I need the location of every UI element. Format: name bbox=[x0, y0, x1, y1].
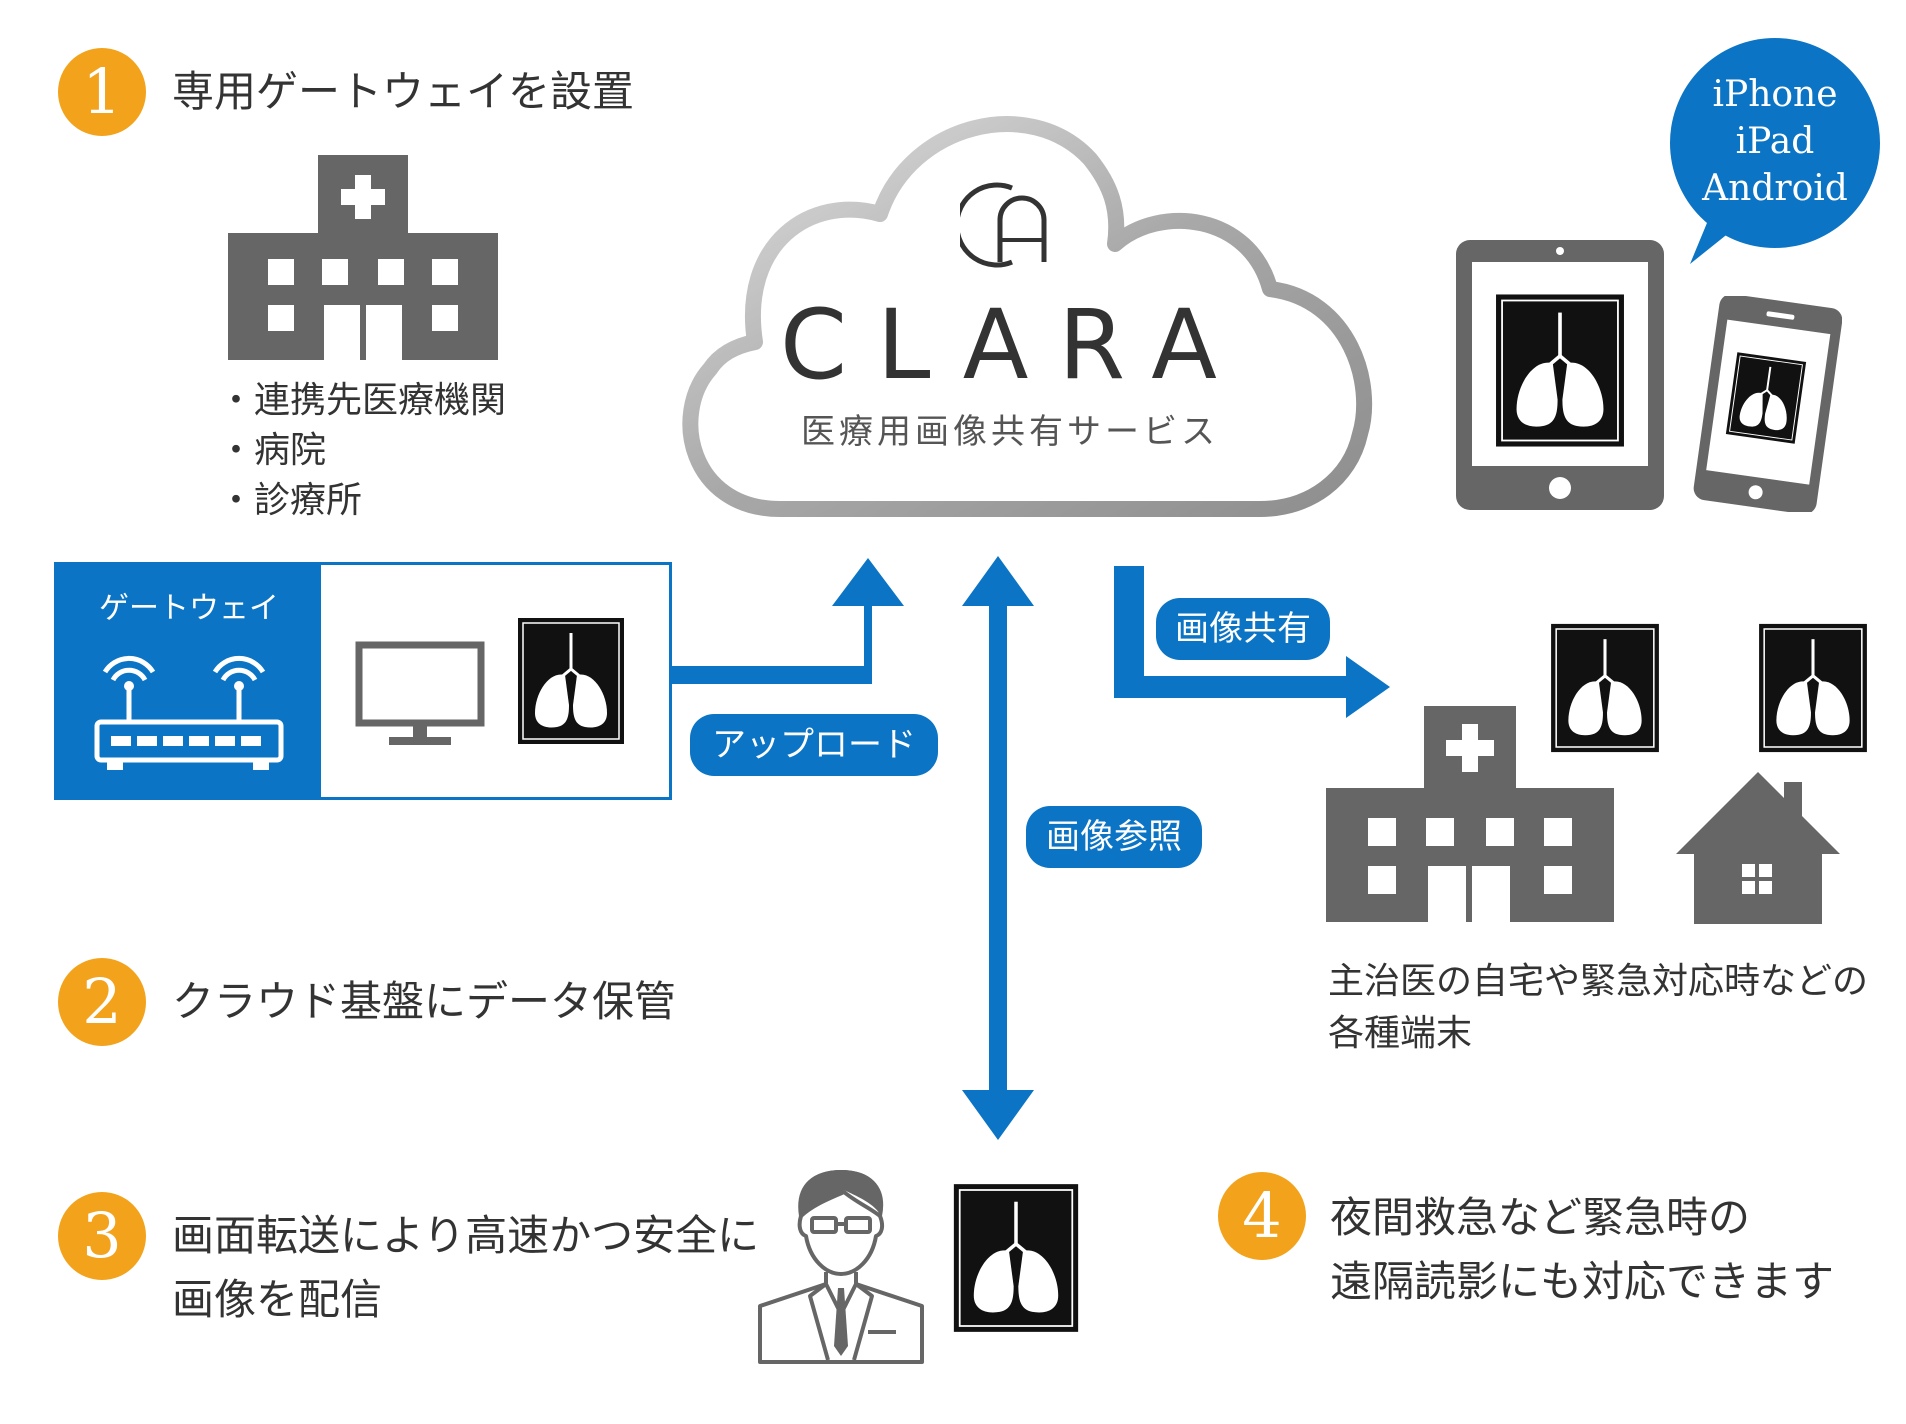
step-1-number: 1 bbox=[58, 48, 146, 136]
xray-image-icon bbox=[513, 613, 629, 749]
xray-image-icon bbox=[1490, 288, 1630, 453]
share-label: 画像共有 bbox=[1156, 598, 1330, 660]
cloud-shape bbox=[682, 116, 1373, 517]
xray-image-icon bbox=[1754, 618, 1872, 758]
step-2-number: 2 bbox=[58, 958, 146, 1046]
device-label: iPhone bbox=[1712, 74, 1838, 115]
step-4-number: 4 bbox=[1218, 1172, 1306, 1260]
facility-list-item: ・病院 bbox=[218, 430, 327, 471]
destinations-caption-line: 主治医の自宅や緊急対応時などの bbox=[1328, 961, 1869, 1002]
upload-label: アップロード bbox=[690, 714, 938, 776]
step-4-text-line: 夜間救急など緊急時の bbox=[1330, 1193, 1751, 1242]
reference-arrow bbox=[962, 556, 1034, 1140]
house-icon bbox=[1676, 772, 1840, 924]
facility-list-item: ・連携先医療機関 bbox=[218, 380, 507, 421]
share-arrow bbox=[1114, 566, 1390, 718]
step-3-number: 3 bbox=[58, 1192, 146, 1280]
monitor-icon bbox=[355, 641, 485, 745]
xray-image-icon bbox=[948, 1178, 1084, 1338]
device-label: iPad bbox=[1735, 121, 1815, 162]
step-3-text: 画面転送により高速かつ安全に 画像を配信 bbox=[172, 1204, 759, 1332]
step-1-text: 専用ゲートウェイを設置 bbox=[172, 67, 635, 116]
hospital-icon bbox=[1326, 706, 1614, 922]
xray-image-icon bbox=[1722, 348, 1810, 448]
devices-bubble: iPhone iPad Android bbox=[1670, 38, 1880, 248]
reference-label: 画像参照 bbox=[1026, 806, 1202, 868]
bubble-tail bbox=[1690, 206, 1750, 264]
gateway-panel: ゲートウェイ bbox=[54, 562, 672, 800]
step-4-text: 夜間救急など緊急時の 遠隔読影にも対応できます bbox=[1330, 1186, 1834, 1314]
facility-list: ・連携先医療機関 ・病院 ・診療所 bbox=[218, 376, 506, 526]
router-icon bbox=[94, 655, 284, 770]
step-2-text: クラウド基盤にデータ保管 bbox=[172, 977, 677, 1026]
clara-logo-icon bbox=[960, 182, 1047, 268]
step-4-text-line: 遠隔読影にも対応できます bbox=[1330, 1257, 1835, 1306]
doctor-icon bbox=[758, 1170, 924, 1364]
upload-arrow bbox=[672, 558, 904, 684]
device-label: Android bbox=[1702, 168, 1848, 209]
hospital-icon bbox=[228, 155, 498, 360]
xray-image-icon bbox=[1546, 618, 1664, 758]
gateway-label: ゲートウェイ bbox=[99, 591, 279, 626]
cloud-title: CLARA bbox=[780, 289, 1247, 401]
facility-list-item: ・診療所 bbox=[218, 480, 363, 521]
destinations-caption-line: 各種端末 bbox=[1328, 1013, 1473, 1054]
gateway-router-panel: ゲートウェイ bbox=[57, 565, 321, 797]
step-3-text-line: 画像を配信 bbox=[172, 1275, 383, 1324]
cloud-subtitle: 医療用画像共有サービス bbox=[801, 412, 1219, 452]
destinations-caption: 主治医の自宅や緊急対応時などの 各種端末 bbox=[1328, 956, 1868, 1060]
step-3-text-line: 画面転送により高速かつ安全に bbox=[172, 1211, 760, 1260]
